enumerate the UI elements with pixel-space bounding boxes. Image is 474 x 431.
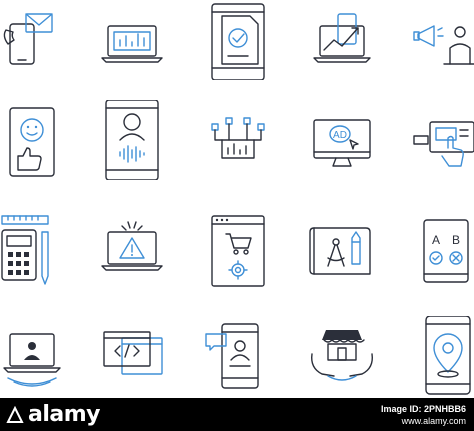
- brand-name: alamy: [28, 402, 101, 427]
- megaphone-presenter-icon: [404, 0, 474, 80]
- image-id: Image ID: 2PNHBB6: [380, 403, 466, 414]
- laptop-video-call-icon: [0, 316, 76, 396]
- calculator-ruler-pencil-icon: [0, 208, 76, 288]
- hand-tapping-screen-icon: [404, 100, 474, 180]
- svg-text:A: A: [432, 233, 440, 247]
- brand-logo: alamy: [6, 402, 101, 427]
- tablet-smiley-thumbs-up-icon: [0, 100, 76, 180]
- phone-profile-chat-icon: [198, 316, 278, 396]
- monitor-ad-icon: AD: [302, 100, 382, 180]
- laptop-warning-icon: [92, 208, 172, 288]
- alamy-a-icon: [6, 405, 24, 423]
- site-url: www.alamy.com: [401, 415, 466, 426]
- blueprint-compass-pencil-icon: [302, 208, 382, 288]
- code-window-icon: [92, 316, 172, 396]
- icon-grid: AD: [0, 0, 474, 396]
- laptop-growth-icon: [302, 0, 382, 80]
- image-meta: Image ID: 2PNHBB6 www.alamy.com: [381, 403, 466, 427]
- hands-store-icon: [302, 316, 382, 396]
- document-check-phone-icon: [198, 0, 278, 80]
- svg-text:AD: AD: [333, 130, 347, 141]
- svg-text:B: B: [452, 233, 460, 247]
- watermark-bar: alamy Image ID: 2PNHBB6 www.alamy.com: [0, 398, 474, 431]
- phone-location-pin-icon: [404, 316, 474, 396]
- phone-user-voice-icon: [92, 100, 172, 180]
- laptop-chart-icon: [92, 0, 172, 80]
- phone-envelope-icon: [0, 0, 76, 80]
- browser-cart-gear-icon: [198, 208, 278, 288]
- network-chart-icon: [198, 100, 278, 180]
- tablet-ab-test-icon: A B: [404, 208, 474, 288]
